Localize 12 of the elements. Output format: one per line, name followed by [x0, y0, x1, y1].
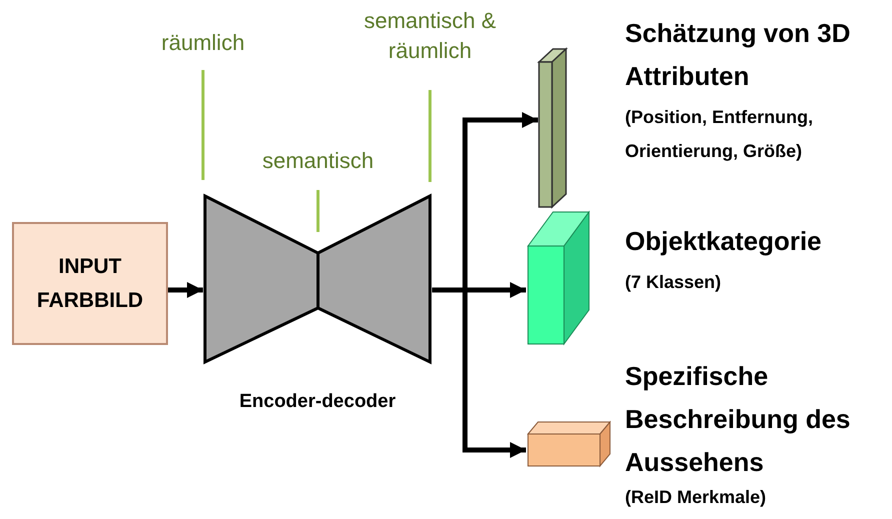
- annotation-label: semantisch: [261, 147, 375, 175]
- node-heading: Spezifische Beschreibung des Aussehens: [625, 360, 852, 479]
- node-heading: Objektkategorie: [625, 225, 823, 258]
- input-box: INPUT FARBBILD: [12, 222, 168, 345]
- node-subtext: (ReID Merkmale): [625, 486, 768, 509]
- node-subtext: (Position, Entfernung, Orientierung, Größe): [625, 106, 814, 163]
- node-heading: Schätzung von 3D Attributen: [625, 17, 852, 93]
- annotation-label: räumlich: [160, 29, 246, 57]
- arrow: [168, 282, 203, 298]
- node-caption: Encoder-decoder: [238, 391, 397, 413]
- node-subtext: (7 Klassen): [625, 271, 722, 294]
- annotation-label: semantisch & räumlich: [362, 7, 498, 65]
